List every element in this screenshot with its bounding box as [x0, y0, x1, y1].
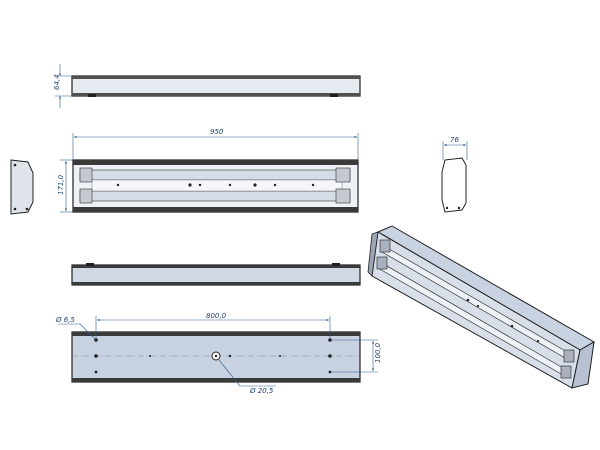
- isometric-view: [367, 225, 596, 389]
- hole-spacing-label: 800,0: [206, 312, 227, 320]
- large-hole-callout: Ø 20,5: [218, 359, 276, 395]
- width-dimension-label: 171,0: [57, 174, 65, 195]
- depth-dimension-label: 76: [450, 136, 459, 144]
- hole-spacing-dimension: 800,0: [95, 312, 331, 338]
- mount-height-label: 100,0: [374, 342, 382, 363]
- height-dimension: 64,4: [53, 64, 72, 108]
- top-view: [71, 75, 361, 97]
- mounting-view: [71, 331, 361, 383]
- mount-height-dimension: 100,0: [332, 339, 382, 373]
- large-hole-label: Ø 20,5: [249, 387, 274, 395]
- small-hole-label: Ø 6,5: [55, 316, 75, 324]
- depth-dimension: 76: [442, 136, 468, 160]
- length-dimension: 950: [72, 128, 359, 160]
- left-end-cap: [10, 159, 34, 215]
- front-view: [72, 159, 359, 213]
- width-dimension: 171,0: [57, 159, 73, 213]
- side-view: [441, 157, 467, 213]
- length-dimension-label: 950: [210, 128, 224, 136]
- height-dimension-label: 64,4: [53, 74, 61, 90]
- side-profile-view: [71, 263, 361, 286]
- small-hole-callout: Ø 6,5: [55, 316, 96, 340]
